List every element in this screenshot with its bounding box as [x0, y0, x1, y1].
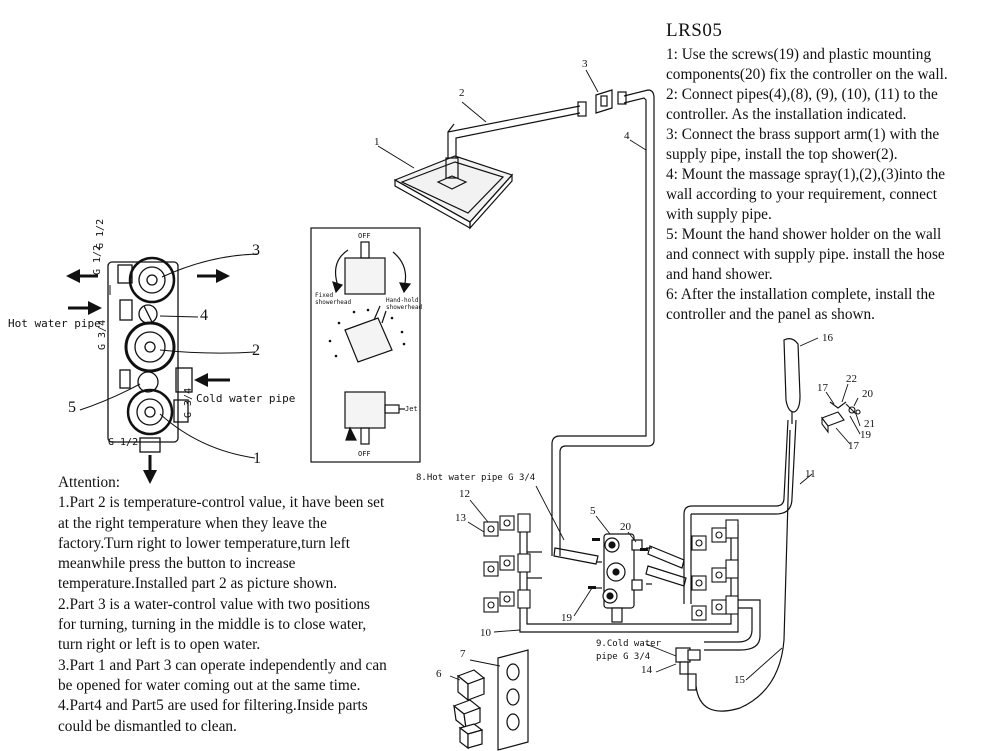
part-19b: 19 [860, 429, 871, 441]
instruction-line: wall according to your requirement, conn… [666, 186, 937, 203]
part-12: 12 [459, 488, 470, 500]
label-g12-top: G 1/2 [92, 244, 103, 275]
panel-hand-hold: Hand-hold [386, 297, 419, 304]
wall-valve-body [596, 533, 652, 623]
attention-line: 4.Part4 and Part5 are used for filtering… [58, 697, 368, 715]
part-3: 3 [582, 58, 588, 70]
label-cold-pipe-9-line2: pipe G 3/4 [596, 652, 651, 662]
instruction-line: controller and the panel as shown. [666, 306, 875, 323]
callout-1: 1 [253, 450, 261, 467]
part-17b: 17 [848, 440, 859, 452]
panel-hand-showerhead: showerhead [386, 304, 423, 311]
part-19a: 19 [561, 612, 572, 624]
part-10: 10 [480, 627, 491, 639]
hand-shower [783, 338, 801, 424]
body-jets-left [483, 513, 531, 613]
callout-3: 3 [252, 242, 260, 259]
instruction-line: 4: Mount the massage spray(1),(2),(3)int… [666, 166, 946, 183]
callout-5: 5 [68, 399, 76, 416]
part-20a: 20 [620, 521, 631, 533]
part-22: 22 [846, 373, 857, 385]
label-cold-pipe-9-line1: 9.Cold water [596, 639, 662, 649]
svg-text:G 1/2: G 1/2 [95, 219, 106, 249]
temperature-ticks [328, 308, 406, 358]
finishing-panel [497, 649, 529, 751]
part-5: 5 [590, 505, 596, 517]
attention-line: 2.Part 3 is a water-control value with t… [58, 595, 370, 613]
instruction-line: 6: After the installation complete, inst… [666, 286, 935, 303]
panel-off-top: OFF [358, 232, 371, 240]
part-20b: 20 [862, 388, 873, 400]
attention-line: 3.Part 1 and Part 3 can operate independ… [58, 656, 387, 674]
label-g12-bottom: G 1/2 [108, 437, 139, 448]
instruction-line: components(20) fix the controller on the… [666, 66, 948, 83]
instruction-line: and connect with supply pipe. install th… [666, 246, 945, 263]
part-7: 7 [460, 648, 466, 660]
label-cold-water-pipe: Cold water pipe [196, 392, 296, 405]
panel-off-bottom: OFF [358, 450, 371, 458]
attention-line: for turning, turning in the middle is to… [58, 616, 367, 634]
instruction-line: and hand shower. [666, 266, 773, 283]
attention-notes: Attention: 1.Part 2 is temperature-contr… [58, 473, 458, 737]
instruction-line: 3: Connect the brass support arm(1) with… [666, 126, 940, 143]
panel-fixed-showerhead: showerhead [315, 299, 352, 306]
part-1: 1 [374, 136, 380, 148]
part-15: 15 [734, 674, 745, 686]
attention-line: 1.Part 2 is temperature-control value, i… [58, 494, 385, 512]
attention-line: at the right temperature when they leave… [58, 514, 327, 532]
instruction-line: 1: Use the screws(19) and plastic mounti… [666, 46, 932, 63]
wall-pipe-network [519, 419, 797, 712]
part-2: 2 [459, 87, 465, 99]
label-hot-pipe-8: 8.Hot water pipe G 3/4 [416, 473, 536, 483]
valve-assembly-labels: G 1/2 [95, 219, 106, 249]
part-17a: 17 [817, 382, 828, 394]
wall-flange [595, 89, 613, 114]
attention-line: meanwhile press the button to increase [58, 555, 296, 573]
part-21: 21 [864, 418, 875, 430]
callout-2: 2 [252, 342, 260, 359]
instruction-line: with supply pipe. [666, 206, 772, 223]
supply-pipe-4 [551, 89, 655, 540]
callout-4: 4 [200, 307, 208, 324]
panel-fixed: Fixed [315, 292, 334, 299]
attention-line: could be dismantled to clean. [58, 717, 237, 735]
control-panel [310, 227, 421, 463]
installation-instructions: 1: Use the screws(19) and plastic mounti… [666, 45, 996, 325]
part-13: 13 [455, 512, 466, 524]
part-4: 4 [624, 130, 630, 142]
attention-line: temperature.Installed part 2 as picture … [58, 575, 338, 593]
filter-markers [588, 538, 648, 589]
part-16: 16 [822, 332, 833, 344]
instruction-line: supply pipe, install the top shower(2). [666, 146, 898, 163]
valve-assembly [107, 256, 193, 453]
instruction-line: 2: Connect pipes(4),(8), (9), (10), (11)… [666, 86, 938, 103]
leader-lines [79, 253, 259, 459]
model-title: LRS05 [666, 20, 723, 41]
instruction-line: 5: Mount the hand shower holder on the w… [666, 226, 942, 243]
part-11: 11 [805, 468, 816, 480]
rain-shower-head [393, 155, 514, 230]
panel-jet: Jet [405, 405, 418, 413]
attention-heading: Attention: [58, 474, 121, 491]
instruction-line: controller. As the installation indicate… [666, 106, 907, 123]
attention-line: turn right or left is to open water. [58, 636, 261, 654]
shower-arm [447, 101, 587, 158]
part-14: 14 [641, 664, 652, 676]
install-leaders [377, 69, 861, 681]
shower-holder [821, 401, 861, 434]
panel-knobs [452, 669, 486, 750]
part-6: 6 [436, 668, 442, 680]
body-jets-right [691, 519, 739, 621]
attention-line: be opened for water coming out at the sa… [58, 676, 361, 694]
label-g34-right: G 3/4 [183, 387, 194, 418]
label-hot-water-pipe: Hot water pipe [8, 317, 101, 330]
wall-elbow [675, 647, 701, 691]
flow-arrows [66, 269, 230, 484]
attention-line: factory.Turn right to lower temperature,… [58, 534, 350, 552]
